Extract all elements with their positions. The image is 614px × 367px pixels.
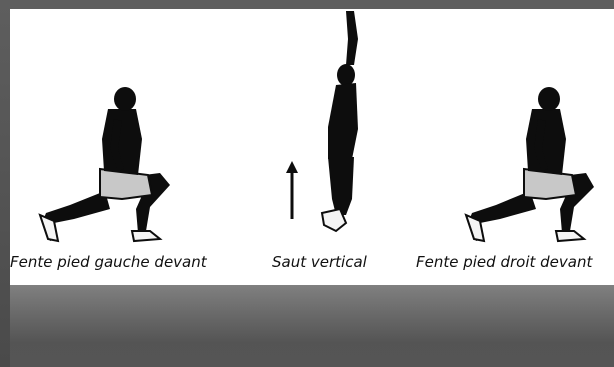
mirror-reflection: Fente pied gauche devant Saut vertical F… [10, 285, 614, 367]
caption-lunge-right: Fente pied droit devant [416, 253, 592, 271]
exercise-panel: Fente pied gauche devant Saut vertical F… [10, 9, 614, 285]
exercise-figures [10, 9, 614, 285]
lunge-right-icon [466, 87, 594, 241]
caption-vertical-jump: Saut vertical [272, 253, 367, 271]
caption-lunge-left: Fente pied gauche devant [10, 253, 207, 271]
lunge-left-icon [40, 87, 170, 241]
reflection-fade [10, 285, 614, 367]
vertical-jump-icon [286, 11, 358, 231]
